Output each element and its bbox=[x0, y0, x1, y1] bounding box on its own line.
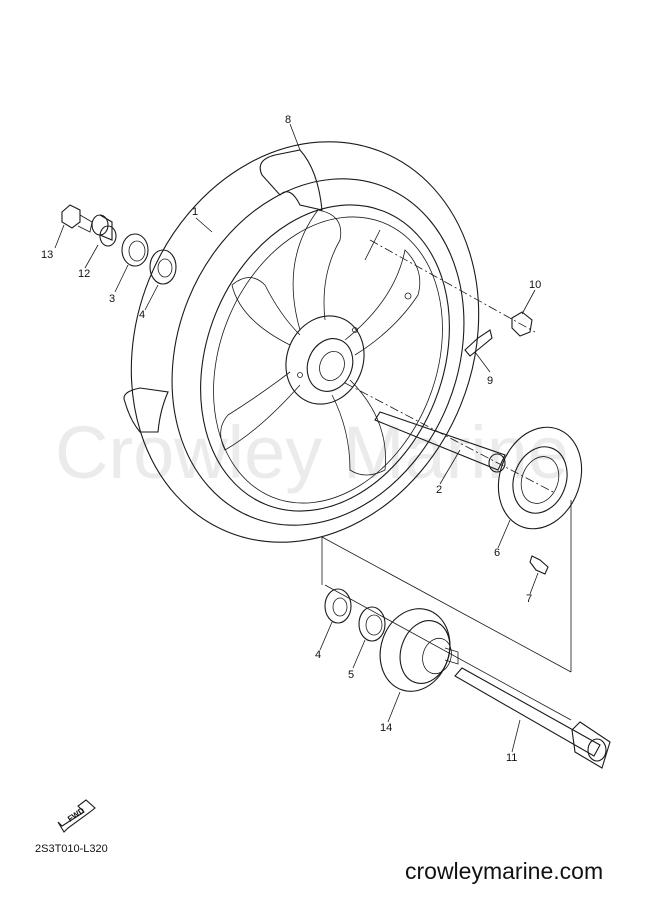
callout-8: 8 bbox=[285, 114, 291, 126]
callout-6: 6 bbox=[494, 547, 500, 559]
callout-13: 13 bbox=[41, 249, 53, 261]
watermark: Crowley Marine bbox=[55, 411, 569, 494]
right-parts bbox=[324, 311, 611, 769]
callout-4: 4 bbox=[139, 309, 145, 321]
callout-10: 10 bbox=[529, 279, 541, 291]
callout-5: 5 bbox=[348, 669, 354, 681]
valve-centerline bbox=[369, 239, 536, 333]
diagram-code: 2S3T010-L320 bbox=[35, 843, 108, 855]
callout-9: 9 bbox=[487, 375, 493, 387]
leader-lines bbox=[54, 123, 539, 753]
callout-2: 2 bbox=[436, 484, 442, 496]
wheel-assembly bbox=[123, 141, 480, 543]
callout-14: 14 bbox=[380, 722, 392, 734]
callout-3: 3 bbox=[109, 293, 115, 305]
axle-centerline bbox=[344, 382, 556, 494]
callout-4-lower: 4 bbox=[315, 649, 321, 661]
bracket-lines bbox=[321, 229, 572, 721]
callout-1: 1 bbox=[192, 206, 198, 218]
left-parts bbox=[61, 204, 177, 285]
callout-7: 7 bbox=[526, 593, 532, 605]
callout-12: 12 bbox=[78, 268, 90, 280]
site-footer: crowleymarine.com bbox=[405, 858, 604, 884]
fwd-arrow-icon: FWD bbox=[57, 799, 96, 833]
callout-11: 11 bbox=[506, 752, 517, 764]
